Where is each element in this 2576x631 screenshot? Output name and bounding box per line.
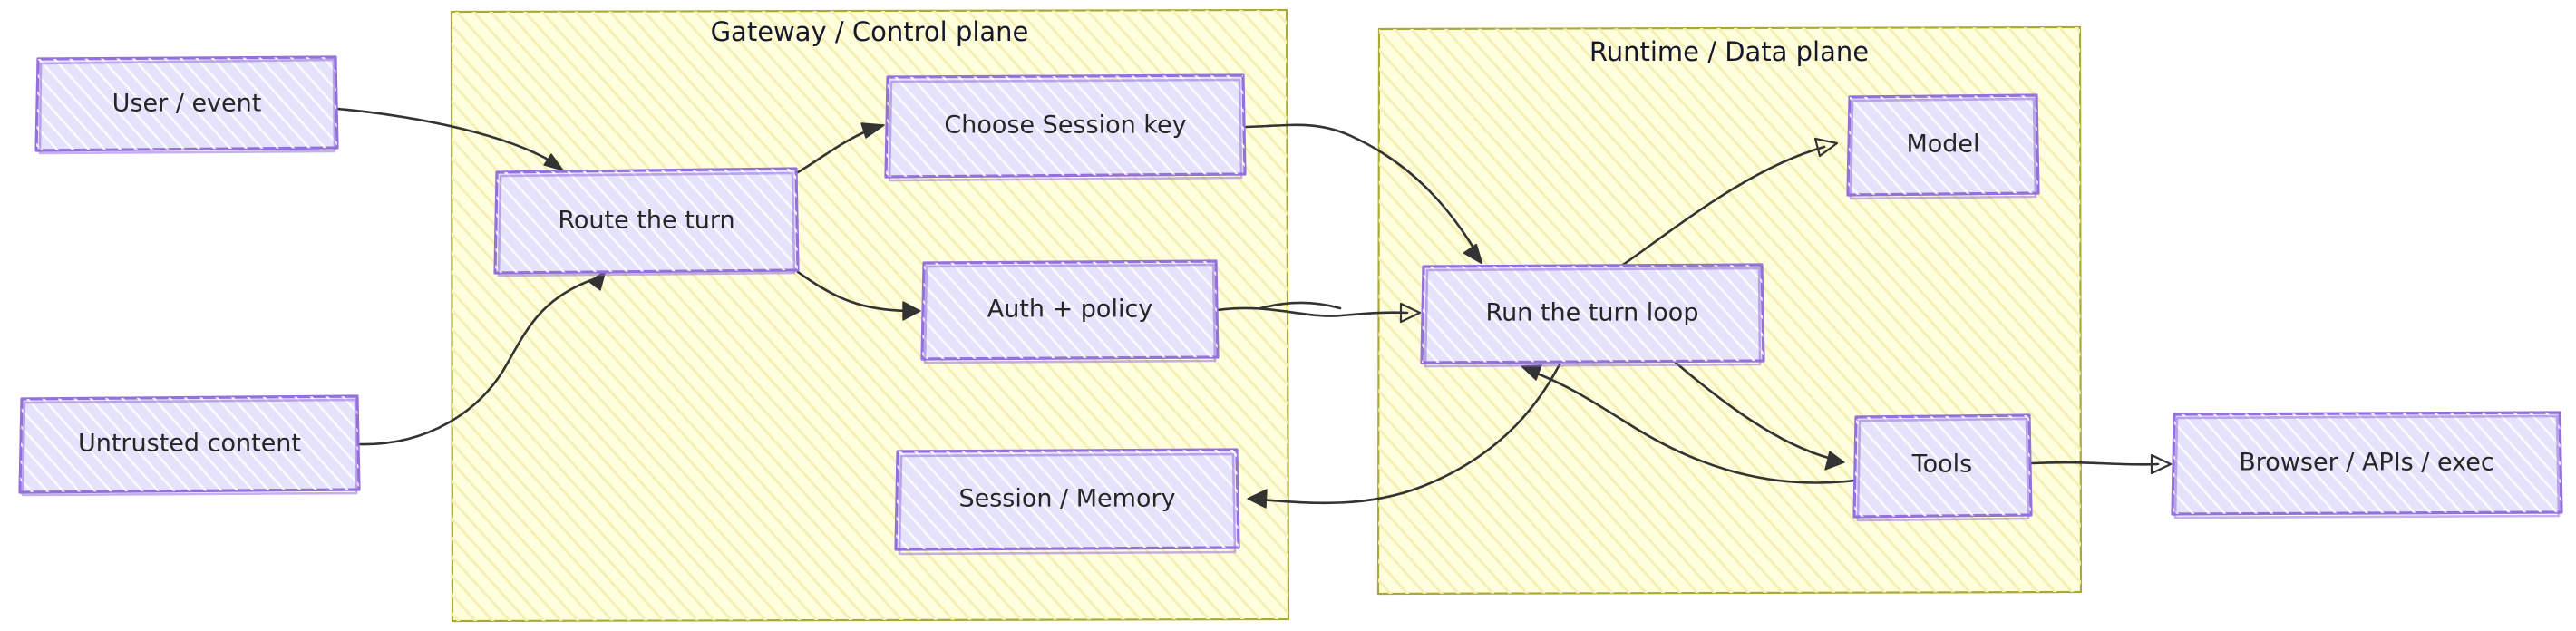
edge-loop-to-tools	[1674, 361, 1845, 471]
node-choose-session-key[interactable]: Choose Session key	[884, 73, 1247, 182]
edge-session-to-loop	[1243, 123, 1483, 265]
node-browser-apis-exec-label: Browser / APIs / exec	[2239, 449, 2493, 477]
node-model[interactable]: Model	[1846, 93, 2040, 200]
node-untrusted-content-label: Untrusted content	[78, 430, 301, 458]
node-auth-policy[interactable]: Auth + policy	[920, 259, 1220, 364]
node-session-memory[interactable]: Session / Memory	[894, 448, 1240, 556]
node-tools[interactable]: Tools	[1852, 413, 2033, 522]
edge-auth-to-loop	[1216, 301, 1422, 324]
node-untrusted-content[interactable]: Untrusted content	[18, 394, 361, 497]
edge-user-to-route	[335, 107, 564, 171]
node-tools-label: Tools	[1911, 451, 1973, 479]
node-user-event[interactable]: User / event	[34, 55, 339, 155]
cluster-gateway-label: Gateway / Control plane	[711, 16, 1029, 47]
node-user-event-label: User / event	[112, 90, 262, 118]
node-choose-session-key-label: Choose Session key	[944, 112, 1186, 140]
node-browser-apis-exec[interactable]: Browser / APIs / exec	[2171, 411, 2563, 519]
edge-route-to-auth	[796, 270, 921, 321]
node-session-memory-label: Session / Memory	[958, 485, 1175, 513]
node-run-the-turn-loop[interactable]: Run the turn loop	[1420, 263, 1765, 368]
edge-loop-to-memory	[1247, 363, 1561, 509]
node-run-the-turn-loop-label: Run the turn loop	[1486, 299, 1699, 327]
node-auth-policy-label: Auth + policy	[987, 296, 1153, 324]
node-route-the-turn-label: Route the turn	[558, 207, 734, 235]
node-route-the-turn[interactable]: Route the turn	[493, 167, 800, 277]
nodes-layer: User / event Untrusted content Route the…	[18, 55, 2563, 556]
edge-tools-to-browser	[2030, 453, 2173, 475]
node-model-label: Model	[1906, 131, 1979, 159]
edge-loop-to-model	[1621, 137, 1839, 267]
edge-route-to-session	[796, 122, 885, 174]
cluster-runtime-label: Runtime / Data plane	[1589, 36, 1869, 67]
edges-layer	[335, 107, 2173, 509]
